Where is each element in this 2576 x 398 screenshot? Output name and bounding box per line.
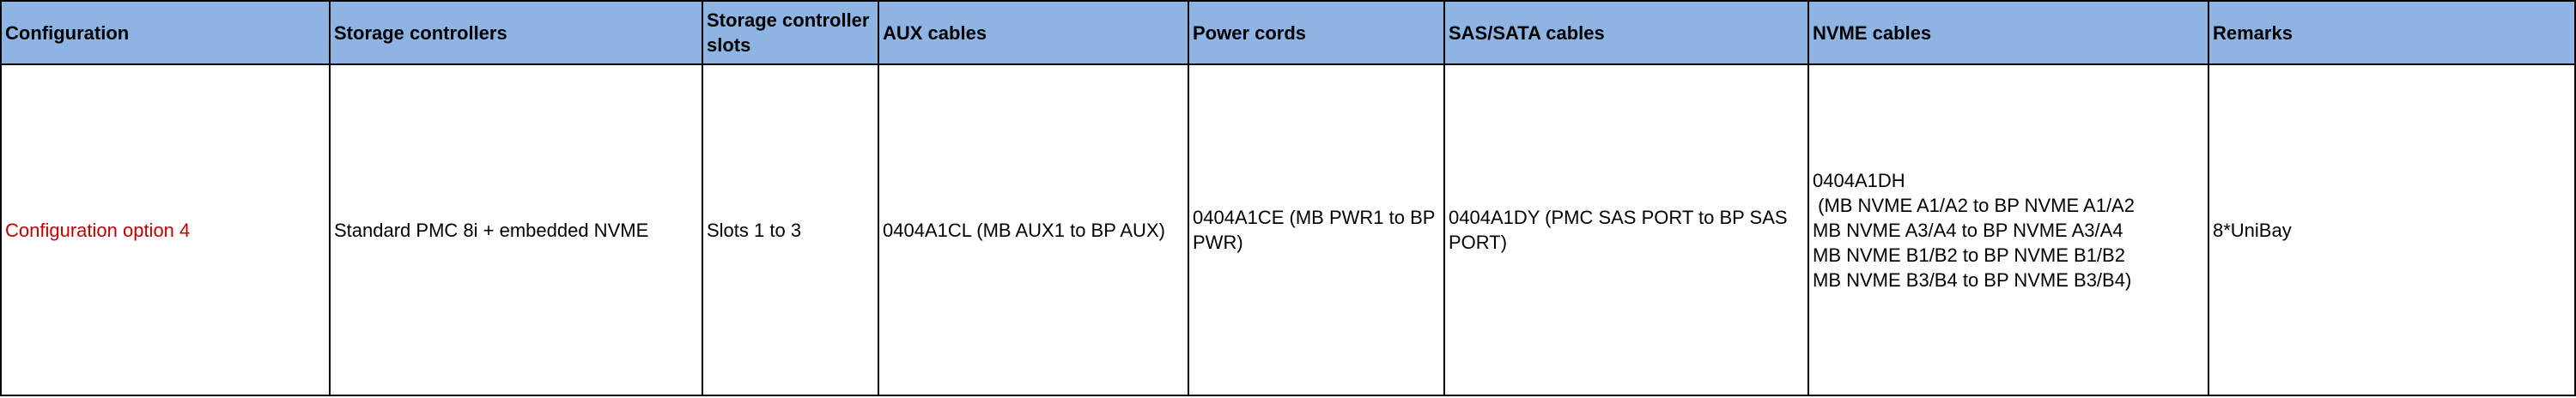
header-configuration: Configuration xyxy=(0,0,331,65)
header-storage-controllers: Storage controllers xyxy=(329,0,703,65)
cell-nvme-cables: 0404A1DH (MB NVME A1/A2 to BP NVME A1/A2… xyxy=(1807,63,2209,396)
nvme-cable-line: MB NVME B3/B4 to BP NVME B3/B4) xyxy=(1813,268,2132,291)
cell-configuration: Configuration option 4 xyxy=(0,63,331,396)
nvme-cable-line: 0404A1DH xyxy=(1813,169,1905,191)
cell-aux-cables: 0404A1CL (MB AUX1 to BP AUX) xyxy=(878,63,1189,396)
table-row: Configuration option 4 Standard PMC 8i +… xyxy=(0,63,2576,396)
header-row: Configuration Storage controllers Storag… xyxy=(0,0,2576,65)
header-storage-controller-slots: Storage controller slots xyxy=(702,0,879,65)
cell-sas-sata-cables: 0404A1DY (PMC SAS PORT to BP SAS PORT) xyxy=(1443,63,1809,396)
cell-slots: Slots 1 to 3 xyxy=(702,63,879,396)
nvme-cable-line: MB NVME A3/A4 to BP NVME A3/A4 xyxy=(1813,219,2123,241)
header-sas-sata-cables: SAS/SATA cables xyxy=(1443,0,1809,65)
header-remarks: Remarks xyxy=(2208,0,2576,65)
nvme-cable-line: (MB NVME A1/A2 to BP NVME A1/A2 xyxy=(1813,194,2135,216)
header-nvme-cables: NVME cables xyxy=(1807,0,2209,65)
header-power-cords: Power cords xyxy=(1188,0,1445,65)
cell-power-cords: 0404A1CE (MB PWR1 to BP PWR) xyxy=(1188,63,1445,396)
header-aux-cables: AUX cables xyxy=(878,0,1189,65)
nvme-cable-line: MB NVME B1/B2 to BP NVME B1/B2 xyxy=(1813,244,2125,266)
cell-remarks: 8*UniBay xyxy=(2208,63,2576,396)
cell-storage-controllers: Standard PMC 8i + embedded NVME xyxy=(329,63,703,396)
